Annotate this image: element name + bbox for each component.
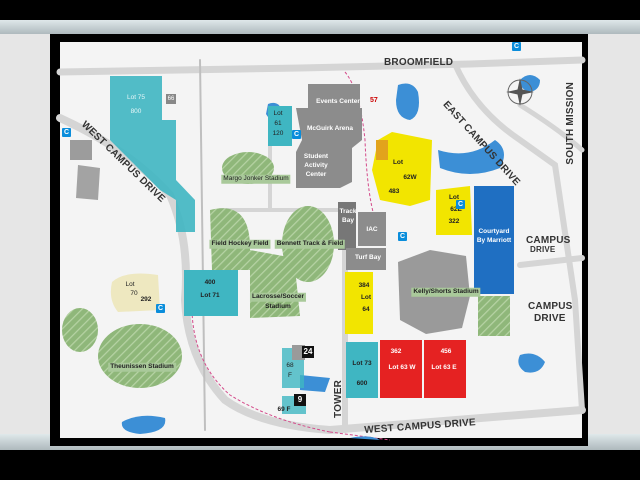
lot-70 <box>110 273 160 312</box>
label-sac-2: Activity <box>304 161 328 169</box>
mcguirk-arena <box>296 108 362 188</box>
label-track-bay-2: Bay <box>342 216 354 224</box>
iac <box>358 212 386 246</box>
parking-lots <box>110 76 472 414</box>
label-lot62w-1: Lot <box>392 158 404 166</box>
label-lot64-3: 64 <box>362 305 370 313</box>
label-lot70-3: 292 <box>140 295 152 303</box>
label-track-bay-1: Track <box>339 207 357 215</box>
label-lot63w-1: 362 <box>390 347 402 355</box>
label-lot61-1: Lot <box>273 109 283 117</box>
c-badge-icon: C <box>398 232 407 241</box>
compass-icon <box>506 78 534 106</box>
badge-66: 66 <box>166 94 176 104</box>
c-badge-icon: C <box>512 42 521 51</box>
label-lot61-2: 61 <box>274 119 282 127</box>
label-lot70-2: 70 <box>130 289 138 297</box>
top-bezel <box>0 20 640 34</box>
lot-61 <box>268 106 292 146</box>
label-lot61-3: 120 <box>272 129 284 137</box>
left-bezel <box>0 34 50 446</box>
label-lot62w-2: 62W <box>403 173 417 181</box>
label-lot70-1: Lot <box>125 280 135 288</box>
label-lacrosse-1: Lacrosse/Soccer <box>249 292 307 302</box>
lot-64 <box>345 272 373 334</box>
label-lot75-name: Lot 75 <box>126 93 146 101</box>
label-bennett-track: Bennett Track & Field <box>274 239 346 249</box>
label-lot62e-1: Lot <box>448 193 460 201</box>
lot-73 <box>346 342 378 398</box>
c-badge-icon: C <box>292 130 301 139</box>
street-campus-drive-upper-2: DRIVE <box>530 245 556 254</box>
label-lot62e-2: 62E <box>450 205 462 213</box>
street-tower: TOWER <box>333 379 344 418</box>
label-events-center: Events Center <box>316 97 360 105</box>
label-lot68f-1: 68 <box>286 361 294 369</box>
street-campus-drive-right-2: DRIVE <box>534 313 566 324</box>
theunissen-field <box>98 324 182 388</box>
label-lot63e-1: 456 <box>440 347 452 355</box>
label-lot73-1: Lot 73 <box>352 359 372 367</box>
label-lot64-1: 384 <box>358 281 370 289</box>
label-lot71-2: Lot 71 <box>200 291 220 299</box>
c-badge-icon: C <box>456 200 465 209</box>
label-turf-bay: Turf Bay <box>355 253 381 261</box>
label-margo-jonker: Margo Jonker Stadium <box>221 174 291 184</box>
label-lot71-1: 400 <box>204 278 216 286</box>
courtyard-by-marriott <box>474 186 514 294</box>
events-center <box>308 84 360 108</box>
street-campus-drive-right-1: CAMPUS <box>528 301 573 312</box>
label-lot64-2: Lot <box>360 293 372 301</box>
lot-63e <box>424 340 466 398</box>
lot-62e <box>436 186 472 235</box>
label-lot68f-2: F <box>288 371 292 379</box>
label-theunissen: Theunissen Stadium <box>108 362 176 372</box>
label-lot63w-2: Lot 63 W <box>388 363 416 371</box>
lot-71 <box>184 270 238 316</box>
badge-24: 24 <box>302 346 314 358</box>
lot-63w <box>380 340 422 398</box>
badge-57: 57 <box>370 97 378 104</box>
lot-75 <box>110 76 195 232</box>
label-lot69f: 69 F <box>277 405 291 413</box>
courtyard-lawn <box>478 296 510 336</box>
label-lot62w-3: 483 <box>388 187 400 195</box>
label-lot75-count: 800 <box>130 107 142 115</box>
c-badge-icon: C <box>62 128 71 137</box>
label-field-hockey: Field Hockey Field <box>209 239 271 249</box>
right-bezel <box>588 34 640 446</box>
c-badge-icon: C <box>156 304 165 313</box>
label-mcguirk-arena: McGuirk Arena <box>307 124 353 132</box>
label-courtyard-1: Courtyard <box>478 227 510 235</box>
label-lacrosse-2: Stadium <box>265 302 291 310</box>
label-sac-3: Center <box>305 170 327 178</box>
turf-bay <box>346 248 386 270</box>
label-lot62e-3: 322 <box>448 217 460 225</box>
label-iac: IAC <box>366 225 378 233</box>
label-lot73-2: 600 <box>356 379 368 387</box>
label-courtyard-2: By Marriott <box>476 236 512 244</box>
street-campus-drive-upper-1: CAMPUS <box>526 235 571 246</box>
street-broomfield: BROOMFIELD <box>384 57 454 68</box>
label-kelly-shorts: Kelly/Shorts Stadium <box>411 287 481 297</box>
label-lot63e-2: Lot 63 E <box>431 363 457 371</box>
track-bay <box>338 202 356 250</box>
street-south-mission: SOUTH MISSION <box>565 82 576 165</box>
label-sac-1: Student <box>303 152 329 160</box>
badge-9: 9 <box>294 394 306 406</box>
field-hockey-field <box>210 208 250 270</box>
